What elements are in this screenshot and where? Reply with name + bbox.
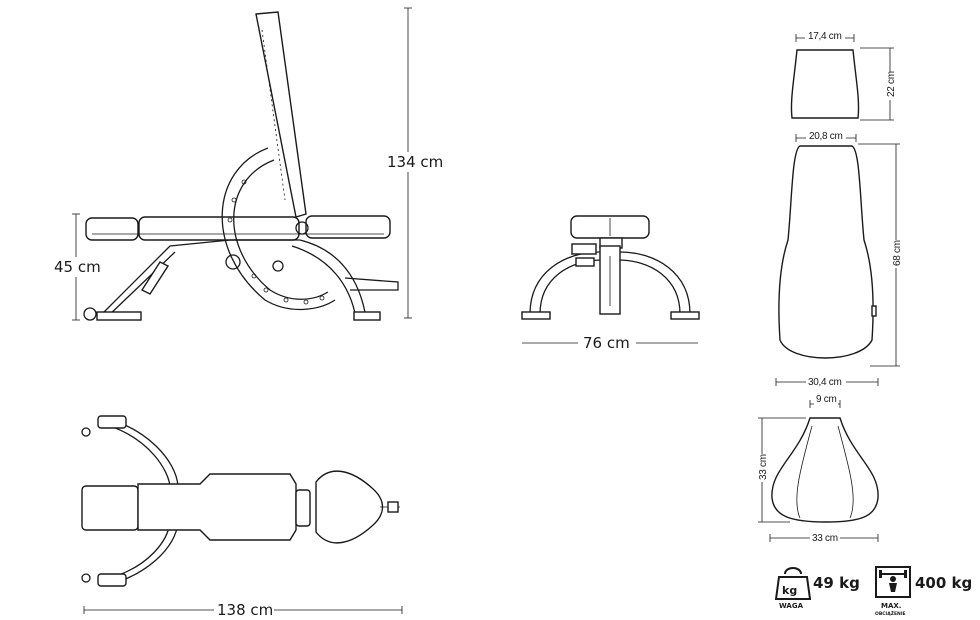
front-adjust-knob	[571, 243, 597, 255]
label-seat-height: 45 cm	[54, 258, 101, 276]
backrest-detail	[775, 134, 900, 386]
seat-detail	[758, 400, 879, 542]
side-head-pad	[305, 215, 391, 239]
side-front-foot	[96, 311, 142, 321]
label-backrest-bottom-width: 30,4 cm	[808, 377, 841, 388]
weight-value: 49 kg	[813, 574, 860, 592]
load-caption: MAX.	[881, 602, 901, 610]
side-gas-cylinder	[140, 261, 170, 295]
weightlifter-max-load-icon	[875, 566, 911, 598]
top-seat-pad	[137, 473, 297, 541]
weight-icon-label: kg	[782, 584, 797, 597]
side-wheel	[83, 307, 97, 321]
side-pivot-knob	[225, 254, 241, 270]
backrest-pad	[778, 145, 874, 359]
label-backrest-width: 20,8 cm	[809, 131, 842, 142]
kettlebell-weight-icon	[774, 567, 812, 600]
label-seat-front-width: 9 cm	[816, 394, 836, 405]
top-leg-pad	[81, 485, 139, 531]
weight-caption: WAGA	[779, 602, 804, 610]
front-right-leg	[619, 251, 691, 315]
label-front-width: 76 cm	[583, 334, 630, 352]
side-leg-pad	[85, 217, 139, 241]
top-head-pad	[315, 470, 384, 544]
label-top-length: 138 cm	[217, 601, 273, 619]
side-rear-foot	[353, 311, 381, 321]
side-adjust-arc	[221, 147, 336, 311]
label-headrest-length: 22 cm	[886, 71, 897, 97]
label-backrest-length: 68 cm	[892, 240, 903, 266]
side-view	[72, 7, 412, 321]
seat-pad	[771, 417, 879, 523]
headrest-pad	[790, 49, 860, 119]
top-upper-leg	[109, 425, 171, 487]
side-seat-pad	[138, 216, 300, 241]
label-headrest-width: 17,4 cm	[808, 31, 841, 42]
front-left-foot	[521, 311, 551, 320]
label-side-height: 134 cm	[387, 153, 443, 171]
side-front-frame	[97, 239, 300, 319]
side-backrest-pad	[255, 11, 307, 218]
load-caption-sub: OBCIĄŻENIE	[875, 610, 906, 617]
front-view	[521, 215, 700, 344]
top-view	[81, 415, 403, 614]
label-seat-width: 33 cm	[812, 533, 838, 544]
label-seat-length: 33 cm	[758, 454, 769, 480]
front-right-foot	[670, 311, 700, 320]
load-value: 400 kg	[915, 574, 972, 592]
headrest-detail	[790, 34, 894, 121]
